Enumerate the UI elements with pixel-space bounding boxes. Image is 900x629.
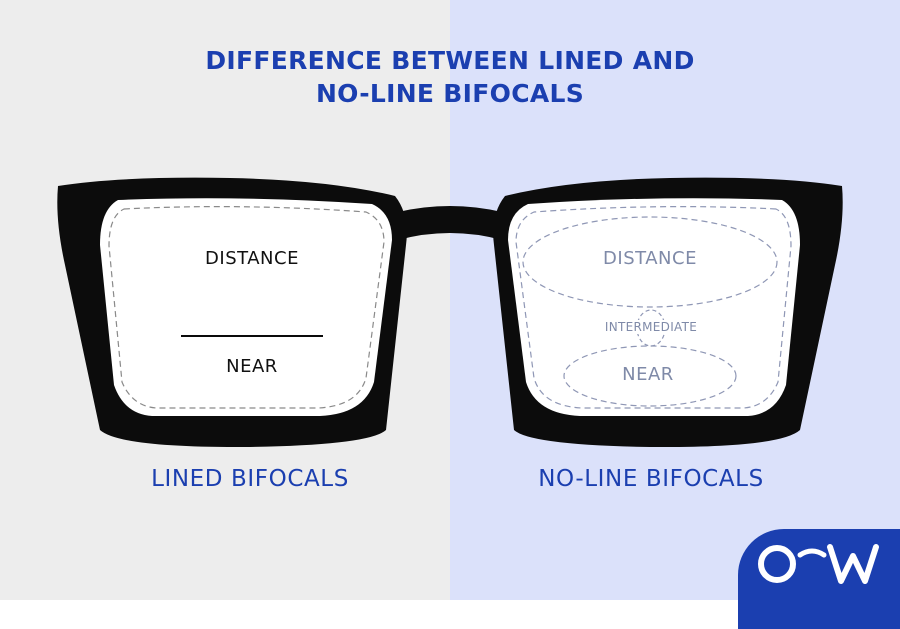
distance-zone-outline: [522, 216, 778, 308]
left-lens: [100, 198, 392, 416]
glasses-illustration: [57, 177, 843, 448]
noline-distance-label: DISTANCE: [603, 248, 697, 269]
noline-near-label: NEAR: [622, 364, 674, 385]
ow-logo-icon: [758, 544, 879, 584]
glasses-bridge: [398, 206, 502, 240]
page-title: DIFFERENCE BETWEEN LINED AND NO-LINE BIF…: [0, 44, 900, 110]
near-zone-outline: [563, 345, 737, 407]
title-line-1: DIFFERENCE BETWEEN LINED AND: [205, 46, 695, 75]
noline-bifocals-caption: NO-LINE BIFOCALS: [538, 466, 764, 492]
noline-intermediate-label: INTERMEDIATE: [580, 320, 722, 334]
title-line-2: NO-LINE BIFOCALS: [315, 79, 585, 108]
right-lens: [508, 198, 800, 416]
right-lens-outline: [515, 206, 792, 409]
brand-logo: [738, 529, 900, 629]
lined-distance-label: DISTANCE: [205, 248, 299, 269]
lined-near-label: NEAR: [226, 356, 278, 377]
lined-bifocals-caption: LINED BIFOCALS: [151, 466, 349, 492]
left-lens-outline: [108, 206, 385, 409]
